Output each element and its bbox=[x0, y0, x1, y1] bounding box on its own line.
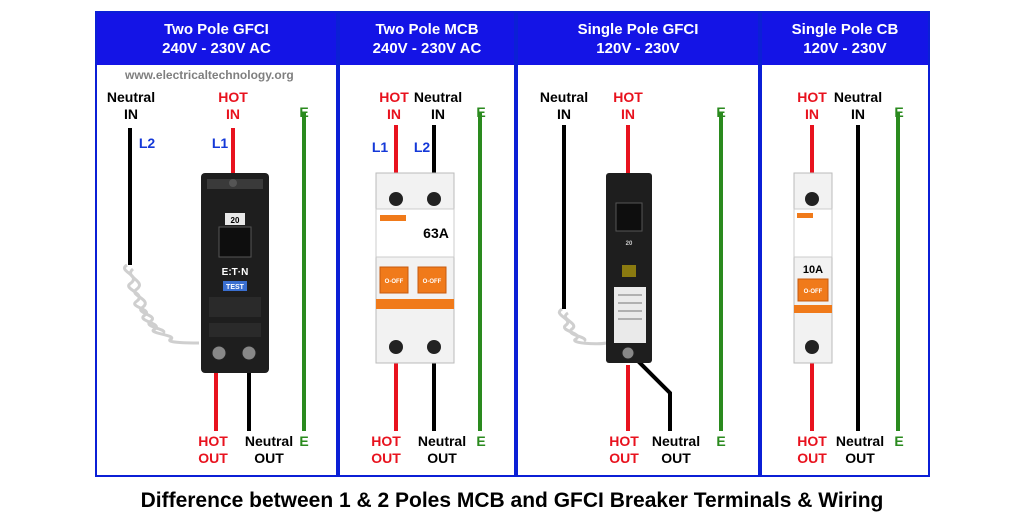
panel-subtitle: 240V - 230V AC bbox=[372, 40, 482, 57]
gfci2-rating: 20 bbox=[231, 216, 240, 225]
cb1-off: O-OFF bbox=[804, 289, 823, 295]
label-l2: L2 bbox=[413, 139, 431, 155]
panel-single-pole-cb: Single Pole CB 120V - 230V 10A O-OFF HOT… bbox=[760, 11, 930, 477]
cb1-terminal-bottom bbox=[805, 340, 819, 354]
panel-title: Single Pole CB bbox=[791, 21, 899, 38]
label-earth-top: E bbox=[894, 104, 904, 120]
label-l1: L1 bbox=[371, 139, 389, 155]
cb1-rating: 10A bbox=[803, 264, 823, 276]
label-earth-bottom: E bbox=[716, 433, 726, 449]
cb1-wiring-drawing: 10A O-OFF bbox=[793, 113, 900, 431]
panel-two-pole-mcb: Two Pole MCB 240V - 230V AC 63A O-OFF O-… bbox=[338, 11, 516, 477]
mcb2-terminal-bottom-right bbox=[427, 340, 441, 354]
label-earth-top: E bbox=[476, 104, 486, 120]
mcb2-wiring-drawing: 63A O-OFF O-OFF bbox=[375, 113, 482, 431]
gfci2-wiring-drawing: 20 E:T·N TEST bbox=[123, 113, 306, 431]
mcb2-terminal-bottom-left bbox=[389, 340, 403, 354]
gfci2-terminal-left bbox=[211, 345, 227, 361]
diagram-caption: Difference between 1 & 2 Poles MCB and G… bbox=[140, 489, 884, 512]
label-l1: L1 bbox=[211, 135, 229, 151]
mcb2-rating: 63A bbox=[423, 225, 449, 241]
panel-subtitle: 120V - 230V bbox=[596, 40, 680, 57]
panel-header: Single Pole GFCI 120V - 230V bbox=[518, 13, 758, 65]
pigtail-coil bbox=[558, 307, 607, 346]
panel-subtitle: 240V - 230V AC bbox=[162, 40, 271, 57]
gfci1-rating: 20 bbox=[626, 241, 633, 247]
cb1-terminal-top bbox=[805, 192, 819, 206]
gfci1-handle bbox=[615, 202, 643, 232]
label-earth-bottom: E bbox=[476, 433, 486, 449]
gfci2-test-button bbox=[223, 281, 247, 291]
gfci1-terminal bbox=[621, 346, 635, 360]
mcb2-off-right: O-OFF bbox=[423, 279, 442, 285]
panel-title: Single Pole GFCI bbox=[577, 21, 699, 38]
pigtail-coil bbox=[123, 263, 200, 345]
neutral-wire-out bbox=[628, 351, 672, 431]
panel-header: Single Pole CB 120V - 230V bbox=[762, 13, 928, 65]
mcb2-terminal-top-right bbox=[427, 192, 441, 206]
label-earth-bottom: E bbox=[894, 433, 904, 449]
watermark: www.electricaltechnology.org bbox=[125, 68, 294, 82]
gfci2-brand: E:T·N bbox=[222, 267, 249, 278]
panel-title: Two Pole MCB bbox=[375, 21, 479, 38]
panel-title: Two Pole GFCI bbox=[164, 21, 269, 38]
panel-subtitle: 120V - 230V bbox=[803, 40, 887, 57]
gfci2-terminal-right bbox=[241, 345, 257, 361]
label-earth-bottom: E bbox=[299, 433, 309, 449]
gfci2-test-label: TEST bbox=[226, 284, 245, 291]
panel-two-pole-gfci: Two Pole GFCI 240V - 230V AC www.electri… bbox=[95, 11, 338, 477]
mcb2-handle-right bbox=[417, 266, 447, 294]
label-l2: L2 bbox=[138, 135, 156, 151]
cb1-handle bbox=[797, 278, 829, 302]
mcb2-off-left: O-OFF bbox=[385, 279, 404, 285]
label-earth-top: E bbox=[299, 104, 309, 120]
panel-header: Two Pole GFCI 240V - 230V AC bbox=[97, 13, 336, 65]
label-earth-top: E bbox=[716, 104, 726, 120]
mcb2-handle-left bbox=[379, 266, 409, 294]
panel-header: Two Pole MCB 240V - 230V AC bbox=[340, 13, 514, 65]
mcb2-terminal-top-left bbox=[389, 192, 403, 206]
gfci1-wiring-drawing: 20 bbox=[558, 113, 723, 431]
gfci2-handle bbox=[218, 226, 252, 258]
